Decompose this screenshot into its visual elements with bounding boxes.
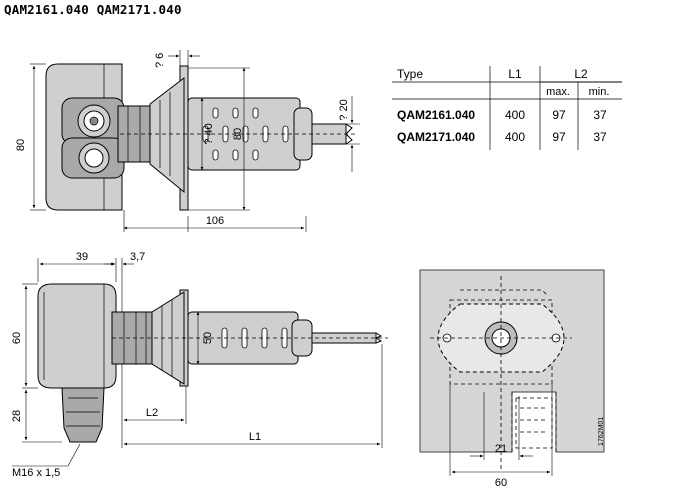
table-row-2-max: 97 [552, 130, 566, 144]
table-header-max: max. [546, 86, 570, 98]
dim-spacing-21: 21 [495, 443, 507, 455]
dim-hole-6: ? 6 [154, 53, 166, 68]
table-row-1-l1: 400 [505, 108, 525, 122]
cable-gland [61, 387, 105, 443]
table-row-2-min: 37 [593, 130, 607, 144]
table-header-l2: L2 [574, 67, 588, 81]
dim-width-39: 39 [76, 251, 88, 263]
dim-height-80: 80 [15, 139, 27, 151]
table-header-type: Type [397, 67, 423, 81]
dim-length-106: 106 [206, 215, 224, 227]
table-row-1-max: 97 [552, 108, 566, 122]
dim-width-60: 60 [495, 477, 507, 489]
dim-sensor-50: 50 [202, 332, 214, 344]
side-view: 39 3,7 60 28 50 L2 L1 M16 x 1,5 [11, 251, 388, 479]
dim-height-60: 60 [11, 332, 23, 344]
dim-l1: L1 [249, 431, 261, 443]
type-table: Type L1 L2 max. min. QAM2161.040 400 97 … [392, 66, 622, 150]
dim-sensor-80: 80 [232, 128, 244, 140]
dim-l2: L2 [146, 407, 158, 419]
table-header-l1: L1 [508, 67, 522, 81]
dim-offset-3-7: 3,7 [130, 251, 145, 263]
dim-thread-m16: M16 x 1,5 [12, 467, 60, 479]
top-view: 80 ? 6 106 ? 40 80 ? 20 [15, 50, 360, 232]
table-row-1-min: 37 [593, 108, 607, 122]
flange-view: 21 60 1762M01 [419, 269, 605, 489]
dim-tip-20: ? 20 [338, 99, 350, 120]
table-row-2-l1: 400 [505, 130, 525, 144]
table-header-min: min. [589, 86, 610, 98]
page-title: QAM2161.040 QAM2171.040 [4, 2, 182, 17]
cone-top [149, 76, 185, 194]
table-row-1-type: QAM2161.040 [397, 108, 475, 122]
gland-boss-lower [61, 137, 125, 179]
table-row-2-type: QAM2171.040 [397, 130, 475, 144]
dim-collar-40: ? 40 [203, 123, 215, 144]
gland-boss-upper [61, 97, 125, 145]
dim-gland-28: 28 [11, 410, 23, 422]
drawing-code: 1762M01 [598, 417, 605, 446]
